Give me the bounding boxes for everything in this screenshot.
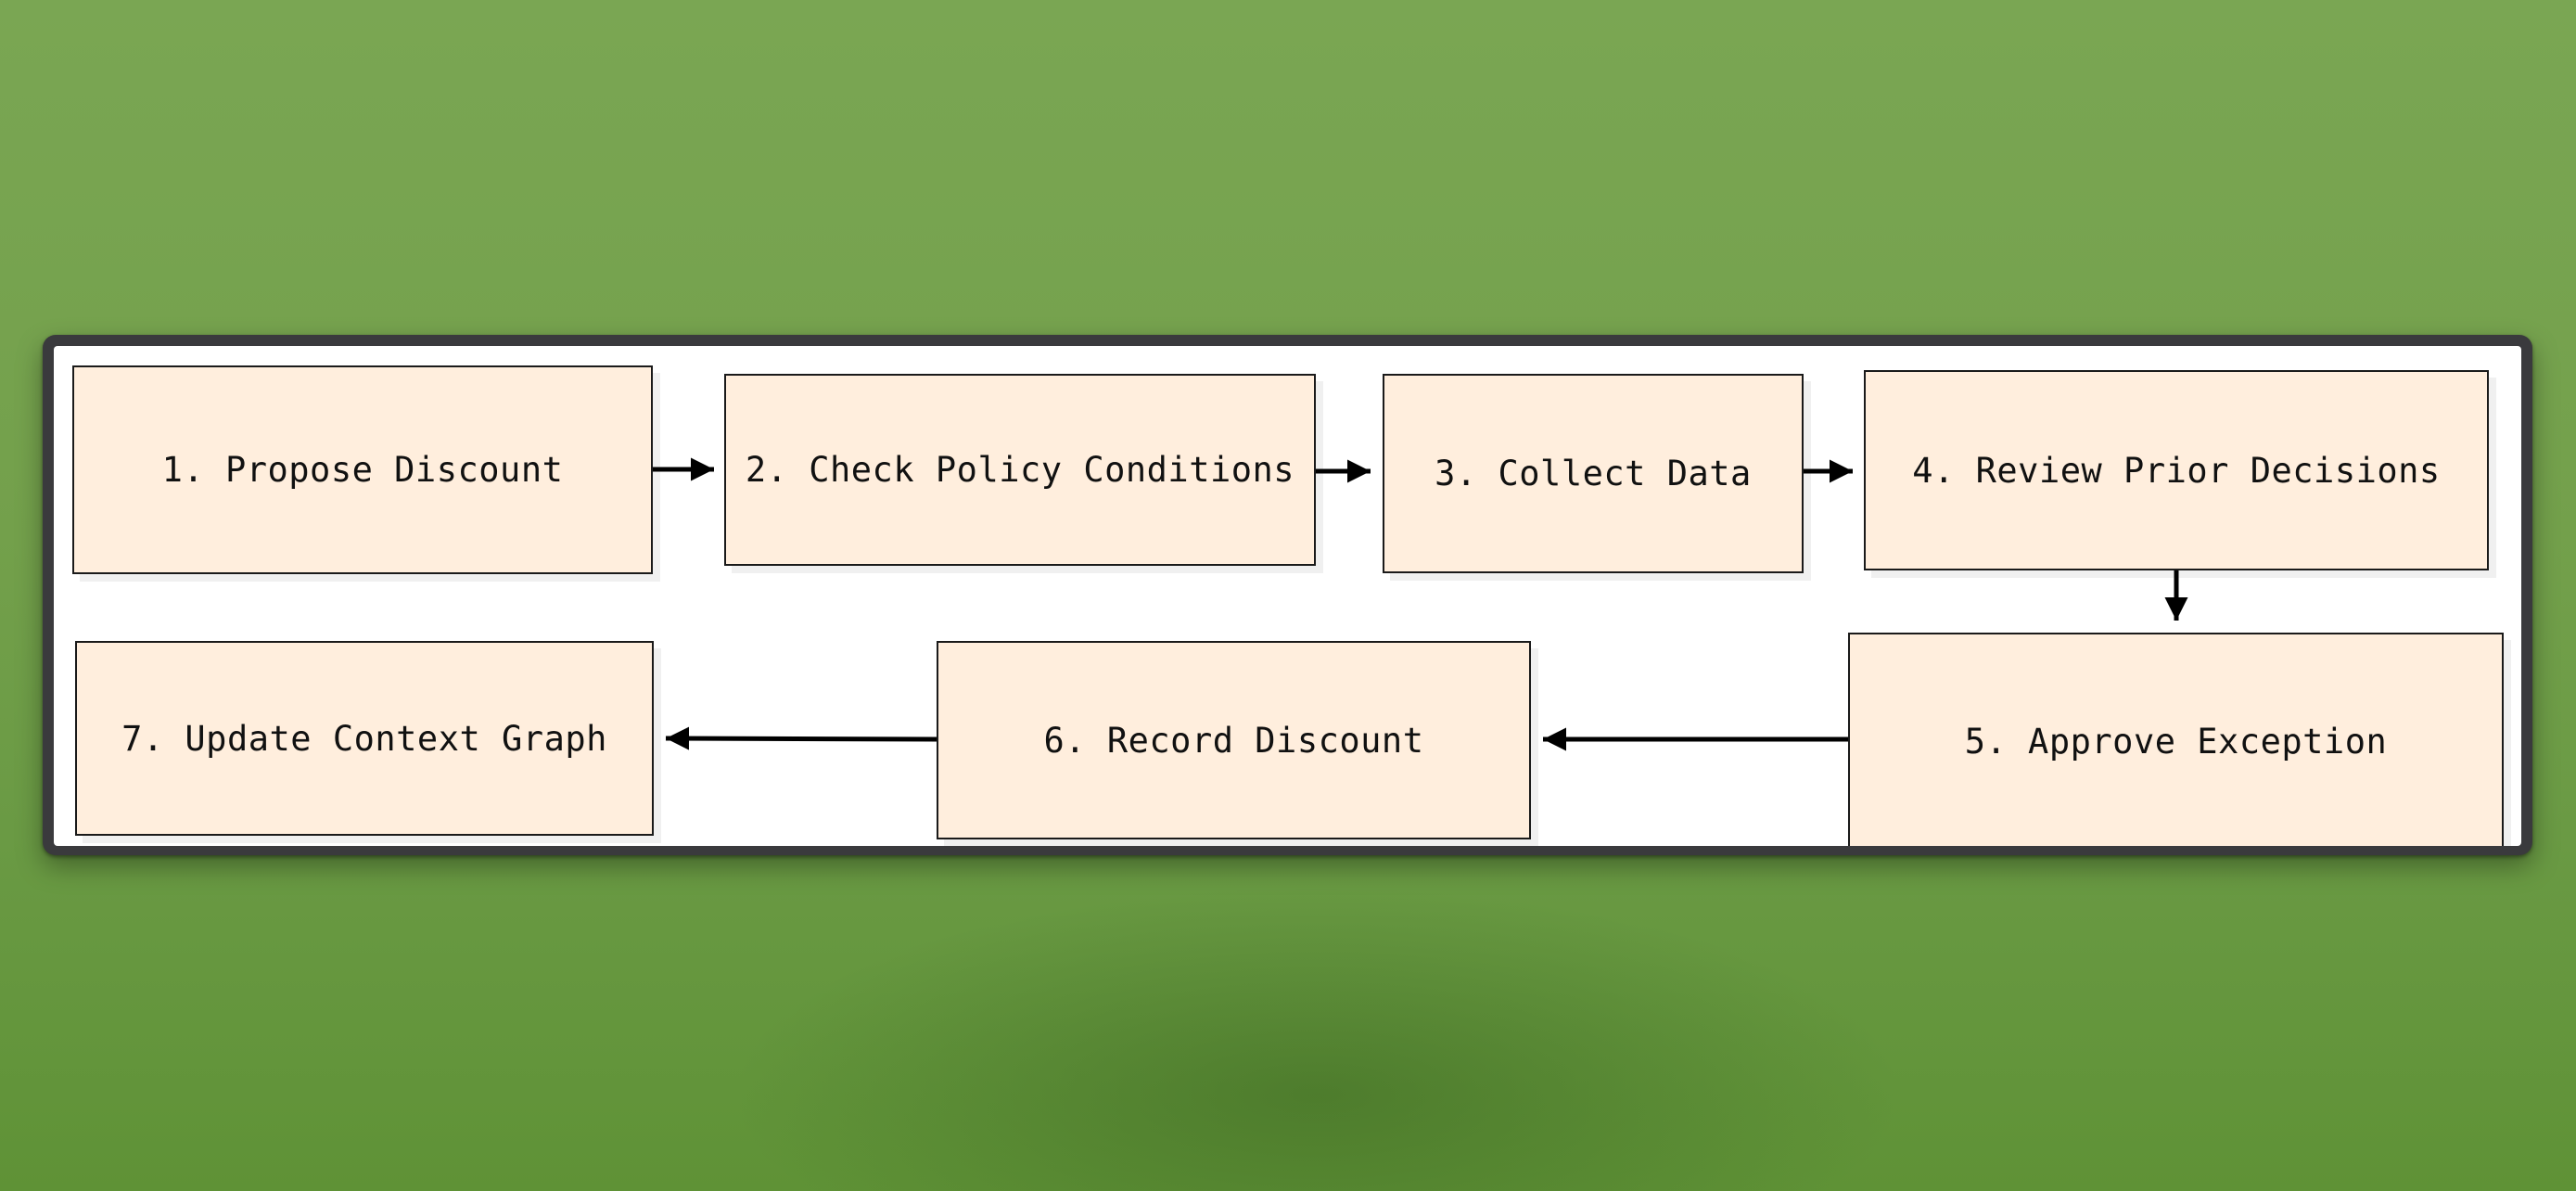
node-label: 4. Review Prior Decisions: [1912, 450, 2441, 491]
node-record-discount: 6. Record Discount: [937, 641, 1531, 839]
diagram-canvas: 1. Propose Discount 2. Check Policy Cond…: [54, 346, 2521, 846]
node-label: 2. Check Policy Conditions: [745, 450, 1295, 490]
node-label: 7. Update Context Graph: [121, 718, 607, 759]
node-update-context-graph: 7. Update Context Graph: [75, 641, 654, 836]
node-label: 6. Record Discount: [1043, 720, 1424, 761]
node-label: 3. Collect Data: [1435, 454, 1752, 493]
edge-6-to-7: [665, 726, 937, 750]
node-check-policy-conditions: 2. Check Policy Conditions: [724, 374, 1316, 566]
edges-layer: [653, 457, 2188, 751]
node-propose-discount: 1. Propose Discount: [72, 365, 653, 574]
node-collect-data: 3. Collect Data: [1383, 374, 1804, 573]
node-approve-exception: 5. Approve Exception: [1848, 633, 2504, 846]
node-label: 1. Propose Discount: [161, 450, 564, 490]
node-review-prior-decisions: 4. Review Prior Decisions: [1864, 370, 2489, 570]
node-label: 5. Approve Exception: [1964, 722, 2388, 762]
